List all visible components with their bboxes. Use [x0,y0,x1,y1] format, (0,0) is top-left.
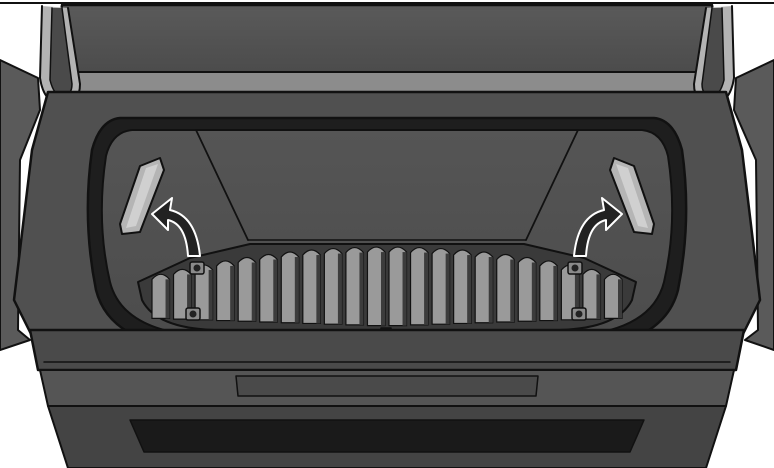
floor-rib-shadow [553,266,557,321]
tie-down-anchor [190,262,204,274]
floor-rib-shadow [467,255,471,323]
bumper-upper [30,330,744,370]
floor-rib-shadow [424,253,428,325]
tie-down-anchor [186,308,200,320]
floor-rib-shadow [381,252,385,326]
floor-rib-shadow [596,274,600,319]
floor-rib-shadow [489,257,493,323]
floor-rib-shadow [532,262,536,321]
trunk-lid [52,5,722,80]
tie-down-anchor [572,308,586,320]
floor-rib-shadow [316,255,320,323]
floor-rib-shadow [166,279,170,318]
floor-rib-shadow [338,254,342,325]
floor-rib-shadow [209,270,213,320]
floor-rib-shadow [359,253,363,325]
floor-rib-shadow [230,266,234,321]
floor-rib-shadow [295,257,299,323]
floor-rib-shadow [618,279,622,318]
floor-rib-shadow [510,260,514,323]
trunk-lid-lip [48,72,726,92]
floor-rib-shadow [403,252,407,326]
floor-rib-shadow [273,260,277,323]
floor-rib-shadow [446,254,450,325]
bumper-diffuser [130,420,644,452]
floor-rib-shadow [252,262,256,321]
bumper-plate-recess [236,376,538,396]
tie-down-anchor [568,262,582,274]
